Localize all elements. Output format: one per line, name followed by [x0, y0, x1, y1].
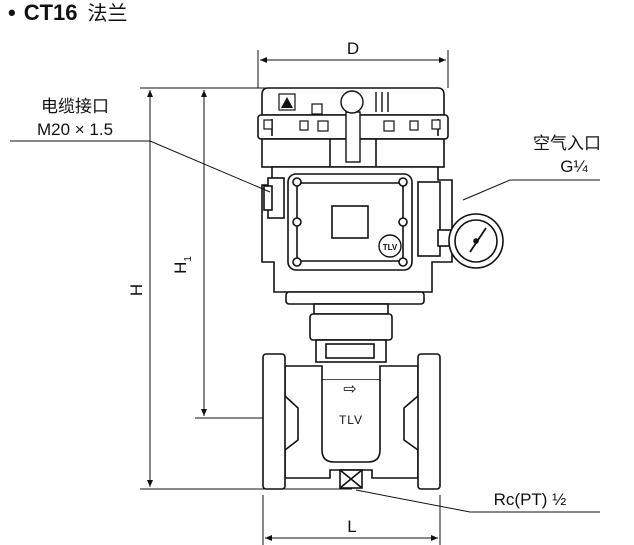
valve-body: [262, 353, 441, 490]
dimension-h1-subscript: 1: [183, 256, 194, 262]
dimension-l: [262, 495, 441, 545]
air-callout-line1: 空气入口: [533, 134, 601, 153]
title-bullet: •: [8, 0, 16, 25]
dimension-d: [257, 50, 449, 88]
tlv-logo-text: TLV: [383, 243, 398, 252]
callout-leaders: [10, 140, 600, 513]
dimension-l-label: L: [347, 517, 356, 536]
valve-marking: TLV: [339, 413, 363, 427]
cable-callout-line1: 电缆接口: [41, 97, 109, 116]
flow-arrow-mark: ⇨: [343, 381, 356, 398]
title-subtitle: 法兰: [87, 3, 128, 25]
drain-callout: Rc(PT) ½: [494, 490, 567, 509]
cable-callout-line2: M20 × 1.5: [37, 120, 113, 139]
dimension-h1-label: H1: [171, 256, 194, 274]
top-knob: [340, 90, 389, 163]
pressure-gauge: [437, 213, 504, 269]
air-callout-line2: G¼: [560, 157, 588, 176]
yoke: [309, 303, 393, 363]
cover-bolts: [263, 103, 441, 132]
dimension-h1-letter: H: [171, 262, 190, 274]
dimension-h-label: H: [127, 284, 146, 296]
terminal-box: [287, 173, 413, 271]
warning-icon: [278, 93, 296, 111]
dimension-d-label: D: [347, 39, 359, 58]
title-model: CT16: [23, 0, 78, 25]
page-title: • CT16 法兰: [8, 0, 128, 27]
dimension-h1: [195, 87, 265, 419]
tlv-logo: TLV: [378, 234, 402, 258]
